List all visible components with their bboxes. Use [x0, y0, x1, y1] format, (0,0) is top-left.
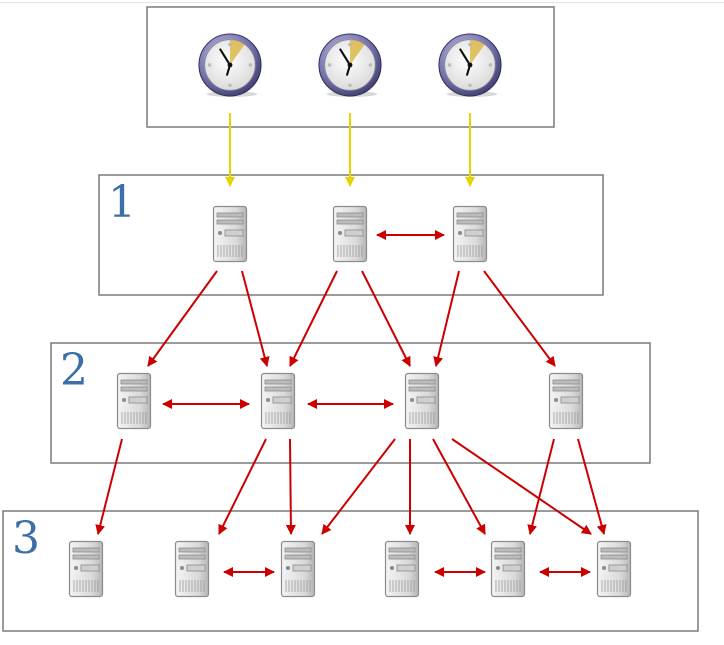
sync-link [577, 438, 607, 535]
server-icon [116, 372, 152, 430]
sync-link [483, 270, 556, 367]
sync-link [432, 438, 486, 535]
reference-links [225, 113, 475, 187]
server-icon [490, 540, 526, 598]
sync-link [361, 270, 411, 367]
stratum-1-label: 1 [108, 177, 136, 228]
sync-link [289, 270, 338, 367]
server-icon [596, 540, 632, 598]
clock-icon [317, 32, 383, 98]
stratum-2-box [50, 342, 651, 464]
stratum-3-box [2, 510, 699, 632]
sync-link [147, 270, 218, 367]
stratum-3-label: 3 [12, 513, 40, 564]
server-icon [332, 205, 368, 263]
server-icon [212, 205, 248, 263]
server-icon [174, 540, 210, 598]
sync-link [451, 438, 592, 535]
server-icon [452, 205, 488, 263]
clock-icon [437, 32, 503, 98]
clock-icon [197, 32, 263, 98]
stratum-2-label: 2 [60, 345, 88, 396]
sync-link [285, 438, 296, 535]
server-icon [404, 372, 440, 430]
sync-link [433, 270, 460, 367]
sync-link [218, 438, 267, 535]
server-icon [384, 540, 420, 598]
server-icon [548, 372, 584, 430]
server-icon [260, 372, 296, 430]
server-icon [68, 540, 104, 598]
sync-link [527, 438, 555, 535]
server-icon [280, 540, 316, 598]
sync-link [321, 438, 396, 535]
sync-link [241, 270, 270, 367]
sync-links [95, 230, 607, 577]
sync-link [95, 438, 123, 535]
